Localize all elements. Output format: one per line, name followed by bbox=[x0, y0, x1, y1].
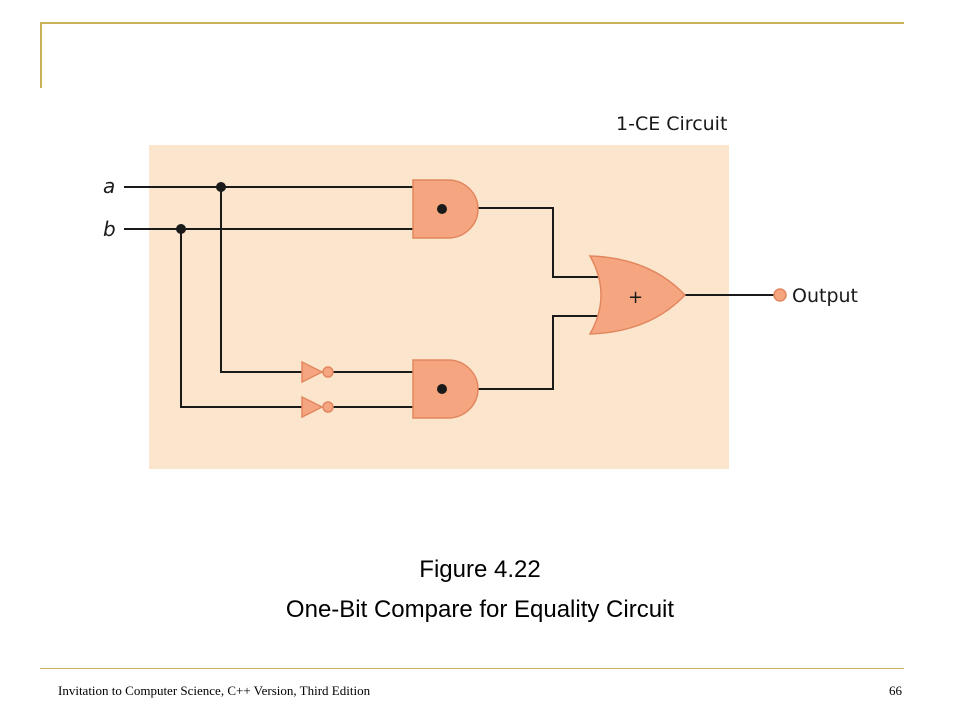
not-gate-1 bbox=[301, 360, 334, 384]
figure-number: Figure 4.22 bbox=[419, 556, 541, 583]
footer-book-title: Invitation to Computer Science, C++ Vers… bbox=[58, 683, 371, 698]
and-gate-2 bbox=[412, 359, 479, 419]
input-a-label: a bbox=[103, 174, 115, 198]
and-gate-1-symbol bbox=[437, 204, 447, 214]
junction-a bbox=[216, 182, 226, 192]
bottom-rule bbox=[40, 668, 904, 669]
junction-b bbox=[176, 224, 186, 234]
output-label: Output bbox=[792, 285, 858, 307]
circuit-box-label: 1-CE Circuit bbox=[616, 113, 727, 135]
and-gate-1 bbox=[412, 179, 479, 239]
output-terminal bbox=[773, 288, 787, 302]
top-rule bbox=[40, 22, 904, 24]
footer-page-number: 66 bbox=[889, 683, 902, 698]
not-gate-2 bbox=[301, 395, 334, 419]
or-gate: + bbox=[588, 255, 687, 335]
left-rule bbox=[40, 22, 42, 88]
or-gate-symbol: + bbox=[628, 287, 643, 308]
input-b-label: b bbox=[103, 217, 116, 241]
and-gate-2-symbol bbox=[437, 384, 447, 394]
circuit-diagram: 1-CE Circuit a b + bbox=[103, 113, 858, 469]
wires bbox=[124, 186, 775, 408]
figure-title: One-Bit Compare for Equality Circuit bbox=[285, 596, 675, 623]
